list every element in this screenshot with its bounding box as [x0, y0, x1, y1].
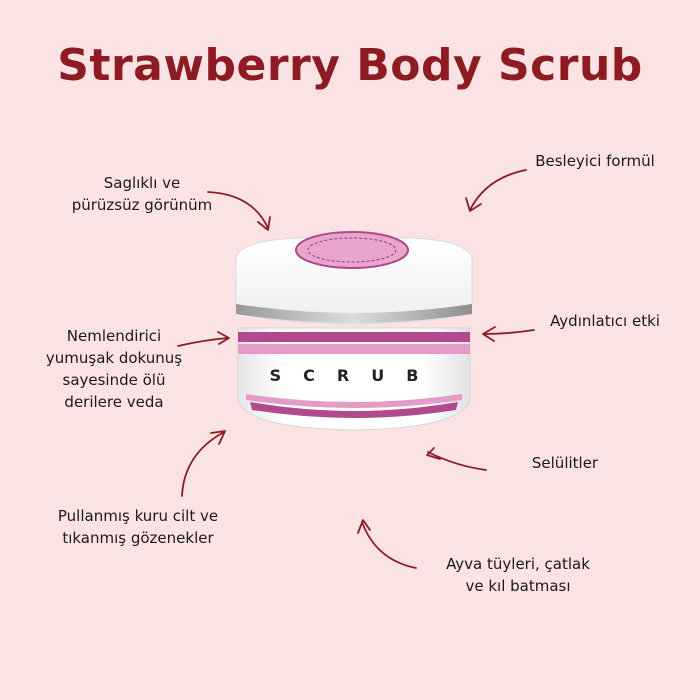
arrow-brightening	[483, 329, 535, 335]
arrow-nourishing	[469, 169, 527, 211]
callout-nourishing: Besleyici formül	[535, 152, 655, 170]
arrow-healthy-look	[207, 191, 269, 229]
callout-cellulite: Selülitler	[531, 454, 599, 472]
jar-label-text: SCRUB	[269, 366, 441, 385]
arrow-quince-hair	[361, 521, 417, 569]
arrow-cellulite	[427, 451, 487, 471]
callout-moisturizer: Nemlendirici yumuşak dokunuş sayesinde ö…	[45, 327, 183, 411]
callout-flaky-skin: Pullanmış kuru cilt ve tıkanmış gözenekl…	[57, 507, 219, 547]
page-title: Strawberry Body Scrub	[57, 40, 643, 91]
callout-brightening: Aydınlatıcı etki	[550, 312, 660, 330]
arrow-moisturizer	[177, 337, 229, 347]
callout-quince-hair: Ayva tüyleri, çatlak ve kıl batması	[446, 555, 590, 595]
arrow-flaky-skin	[181, 431, 225, 497]
callout-healthy-look: Saglıklı ve pürüzsüz görünüm	[71, 174, 213, 214]
